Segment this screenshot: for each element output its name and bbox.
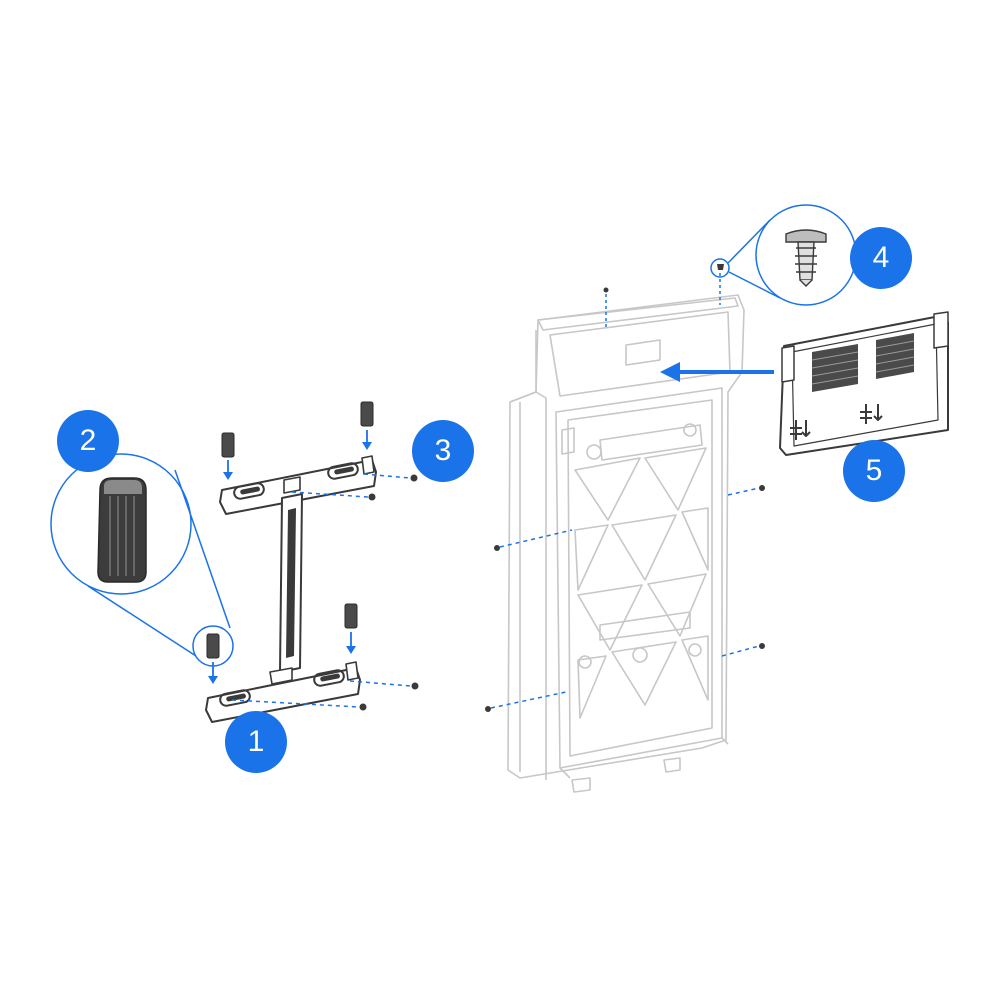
screw-icon bbox=[368, 493, 376, 501]
screw-icon bbox=[494, 545, 500, 551]
screw-icon bbox=[759, 485, 765, 491]
screw-icon bbox=[359, 703, 367, 711]
bracket-screws bbox=[359, 474, 765, 712]
device-body bbox=[507, 294, 745, 793]
callout-1: 1 bbox=[225, 711, 287, 773]
rubber-pad-icon bbox=[221, 432, 235, 458]
callout-2: 2 bbox=[57, 410, 119, 472]
screw-icon bbox=[410, 474, 418, 482]
screw-guide-lines bbox=[231, 473, 760, 709]
pad-magnifier bbox=[50, 453, 234, 667]
wall-anchor-detail bbox=[785, 229, 827, 287]
screw-icon bbox=[485, 706, 491, 712]
screw-icon bbox=[759, 643, 765, 649]
callout-3-label: 3 bbox=[434, 434, 452, 467]
arrow-left-icon bbox=[660, 362, 774, 382]
wall-bracket bbox=[205, 455, 377, 723]
pad-placement-arrows bbox=[208, 430, 372, 684]
cover-panel bbox=[779, 311, 949, 456]
screw-icon bbox=[411, 682, 419, 690]
rubber-pad-icon bbox=[206, 633, 220, 659]
callout-3: 3 bbox=[412, 420, 474, 482]
callout-1-label: 1 bbox=[247, 725, 265, 758]
callout-5-label: 5 bbox=[865, 454, 883, 487]
wall-anchor-icon bbox=[717, 264, 724, 270]
rubber-pad-icon bbox=[344, 603, 358, 629]
callout-4: 4 bbox=[850, 227, 912, 289]
rubber-pad-detail bbox=[97, 477, 147, 583]
rubber-pads bbox=[206, 401, 374, 659]
callout-4-label: 4 bbox=[872, 241, 890, 274]
top-anchors bbox=[603, 264, 724, 330]
wall-anchor-icon bbox=[603, 287, 609, 293]
callout-5: 5 bbox=[843, 440, 905, 502]
anchor-magnifier bbox=[710, 204, 857, 306]
callout-2-label: 2 bbox=[79, 424, 97, 457]
rubber-pad-icon bbox=[360, 401, 374, 427]
